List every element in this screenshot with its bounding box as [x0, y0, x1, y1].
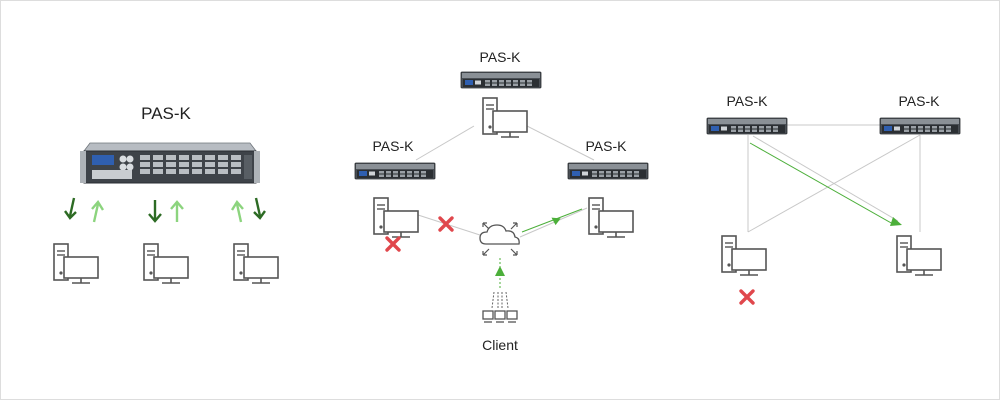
flow-arrowhead — [495, 266, 505, 276]
link-line — [752, 135, 899, 222]
panel-single-appliance — [53, 142, 279, 284]
panel-failover-triangle — [354, 71, 649, 323]
active-flow-line — [521, 208, 583, 233]
pas-k-appliance-large — [80, 142, 260, 184]
flow-arrowhead — [551, 217, 561, 226]
link-line — [526, 125, 595, 161]
panel-cross-failover — [706, 117, 961, 305]
device-label: PAS-K — [585, 138, 627, 154]
client-label: Client — [482, 337, 518, 353]
server-computer-icon — [373, 197, 419, 238]
device-label: PAS-K — [726, 93, 768, 109]
traffic-arrows-3 — [230, 197, 266, 223]
link-line — [519, 207, 588, 238]
pas-k-appliance-left — [354, 162, 436, 180]
traffic-arrows-2 — [148, 200, 184, 223]
failure-x-icon — [438, 216, 454, 232]
pas-k-appliance-left — [706, 117, 788, 135]
failure-x-icon — [385, 236, 401, 252]
flow-arrowhead — [890, 217, 902, 226]
server-computer-icon — [721, 235, 767, 276]
pas-k-appliance-top — [460, 71, 542, 89]
device-label: PAS-K — [479, 49, 521, 65]
server-computer-icon — [896, 235, 942, 276]
active-flow-line — [749, 142, 894, 225]
failure-x-icon — [739, 289, 755, 305]
traffic-arrows-1 — [64, 197, 105, 223]
client-group-icon — [482, 291, 518, 323]
server-computer-icon — [143, 243, 189, 284]
server-computer-icon — [53, 243, 99, 284]
server-computer-icon — [482, 97, 528, 138]
pas-k-appliance-right — [567, 162, 649, 180]
device-label: PAS-K — [898, 93, 940, 109]
server-computer-icon — [233, 243, 279, 284]
device-label: PAS-K — [372, 138, 414, 154]
link-line — [415, 125, 475, 161]
pas-k-appliance-right — [879, 117, 961, 135]
server-computer-icon — [588, 197, 634, 238]
device-label: PAS-K — [141, 104, 191, 123]
network-cloud-icon — [479, 222, 520, 256]
